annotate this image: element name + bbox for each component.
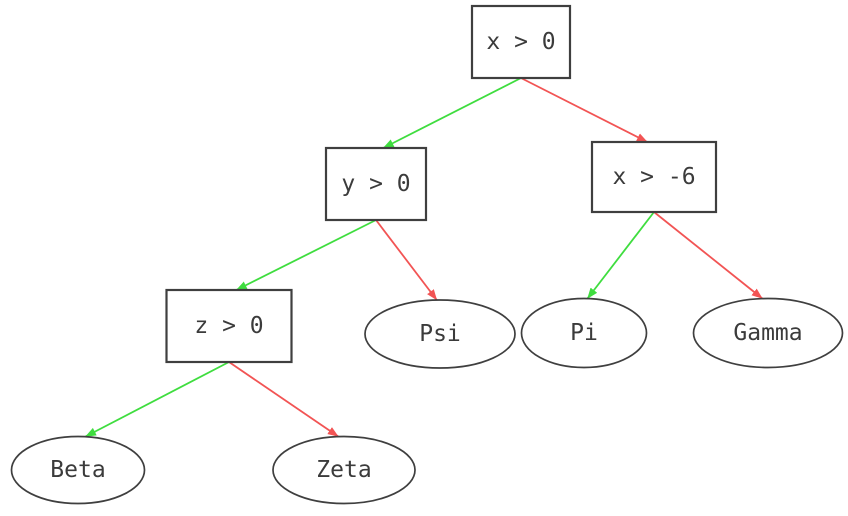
node-label-leaf-zeta: Zeta bbox=[316, 457, 371, 483]
node-cond-x-gt-m6: x > -6 bbox=[590, 140, 718, 214]
edge-false-cond-x-gt-0-to-cond-x-gt-m6 bbox=[520, 77, 648, 143]
edge-true-cond-y-gt-0-to-cond-z-gt-0 bbox=[235, 219, 377, 291]
node-label-cond-x-gt-0: x > 0 bbox=[486, 29, 555, 55]
node-label-leaf-gamma: Gamma bbox=[733, 320, 802, 346]
node-leaf-beta: Beta bbox=[10, 435, 146, 505]
node-cond-z-gt-0: z > 0 bbox=[165, 288, 293, 364]
edge-true-cond-x-gt-0-to-cond-y-gt-0 bbox=[382, 77, 522, 149]
node-label-cond-y-gt-0: y > 0 bbox=[341, 171, 410, 197]
leaf-ellipse-leaf-gamma bbox=[692, 297, 844, 369]
node-label-leaf-pi: Pi bbox=[570, 320, 598, 346]
node-leaf-psi: Psi bbox=[364, 299, 516, 369]
node-label-cond-z-gt-0: z > 0 bbox=[194, 313, 263, 339]
leaf-ellipse-leaf-pi bbox=[520, 297, 648, 369]
node-label-cond-x-gt-m6: x > -6 bbox=[612, 164, 695, 190]
decision-box-cond-x-gt-m6 bbox=[590, 140, 718, 214]
leaf-ellipse-leaf-zeta bbox=[272, 435, 416, 505]
node-leaf-zeta: Zeta bbox=[272, 435, 416, 505]
decision-box-cond-y-gt-0 bbox=[324, 146, 428, 222]
node-leaf-gamma: Gamma bbox=[692, 297, 844, 369]
node-cond-x-gt-0: x > 0 bbox=[470, 4, 572, 80]
edge-false-cond-x-gt-m6-to-leaf-gamma bbox=[653, 211, 763, 300]
edge-false-cond-z-gt-0-to-leaf-zeta bbox=[228, 361, 339, 438]
node-label-leaf-psi: Psi bbox=[419, 321, 461, 347]
edge-true-cond-x-gt-m6-to-leaf-pi bbox=[586, 211, 655, 300]
node-label-leaf-beta: Beta bbox=[50, 457, 105, 483]
decision-box-cond-x-gt-0 bbox=[470, 4, 572, 80]
leaf-ellipse-leaf-beta bbox=[10, 435, 146, 505]
edge-true-cond-z-gt-0-to-leaf-beta bbox=[85, 361, 230, 438]
node-leaf-pi: Pi bbox=[520, 297, 648, 369]
edge-false-cond-y-gt-0-to-leaf-psi bbox=[375, 219, 438, 301]
leaf-ellipse-leaf-psi bbox=[364, 299, 516, 369]
decision-box-cond-z-gt-0 bbox=[165, 288, 293, 364]
node-cond-y-gt-0: y > 0 bbox=[324, 146, 428, 222]
